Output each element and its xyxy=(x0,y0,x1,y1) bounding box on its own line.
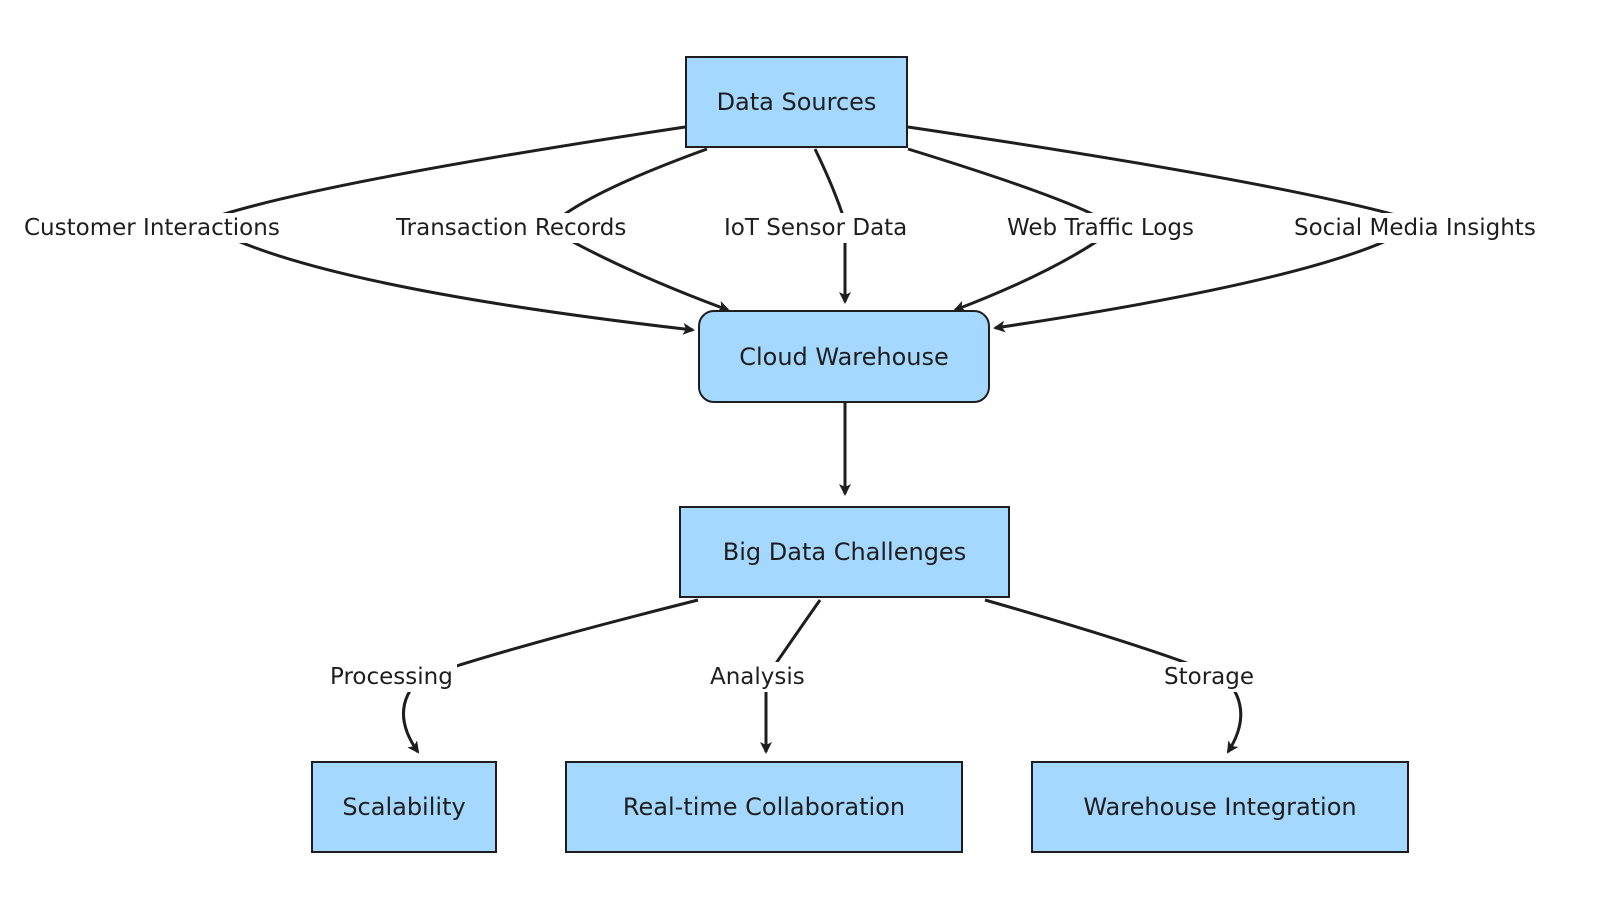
node-realtime-collaboration-label: Real-time Collaboration xyxy=(622,793,906,821)
node-warehouse-integration: Warehouse Integration xyxy=(1031,761,1409,853)
node-scalability-label: Scalability xyxy=(342,793,466,821)
node-big-data-challenges: Big Data Challenges xyxy=(679,506,1010,598)
edge-label-customer-interactions: Customer Interactions xyxy=(20,213,284,243)
edge-label-analysis: Analysis xyxy=(706,662,809,692)
edge-label-storage: Storage xyxy=(1160,662,1258,692)
edge-label-social-media-insights: Social Media Insights xyxy=(1290,213,1540,243)
node-scalability: Scalability xyxy=(311,761,497,853)
edge-label-transaction-records: Transaction Records xyxy=(392,213,631,243)
node-cloud-warehouse-label: Cloud Warehouse xyxy=(739,342,949,371)
edge-label-processing: Processing xyxy=(326,662,457,692)
node-realtime-collaboration: Real-time Collaboration xyxy=(565,761,963,853)
node-cloud-warehouse: Cloud Warehouse xyxy=(698,310,990,403)
node-big-data-challenges-label: Big Data Challenges xyxy=(722,538,967,566)
node-warehouse-integration-label: Warehouse Integration xyxy=(1083,793,1357,821)
node-data-sources: Data Sources xyxy=(685,56,908,148)
edge-label-web-traffic-logs: Web Traffic Logs xyxy=(1003,213,1198,243)
node-data-sources-label: Data Sources xyxy=(716,88,877,116)
edge-label-iot-sensor-data: IoT Sensor Data xyxy=(720,213,912,243)
